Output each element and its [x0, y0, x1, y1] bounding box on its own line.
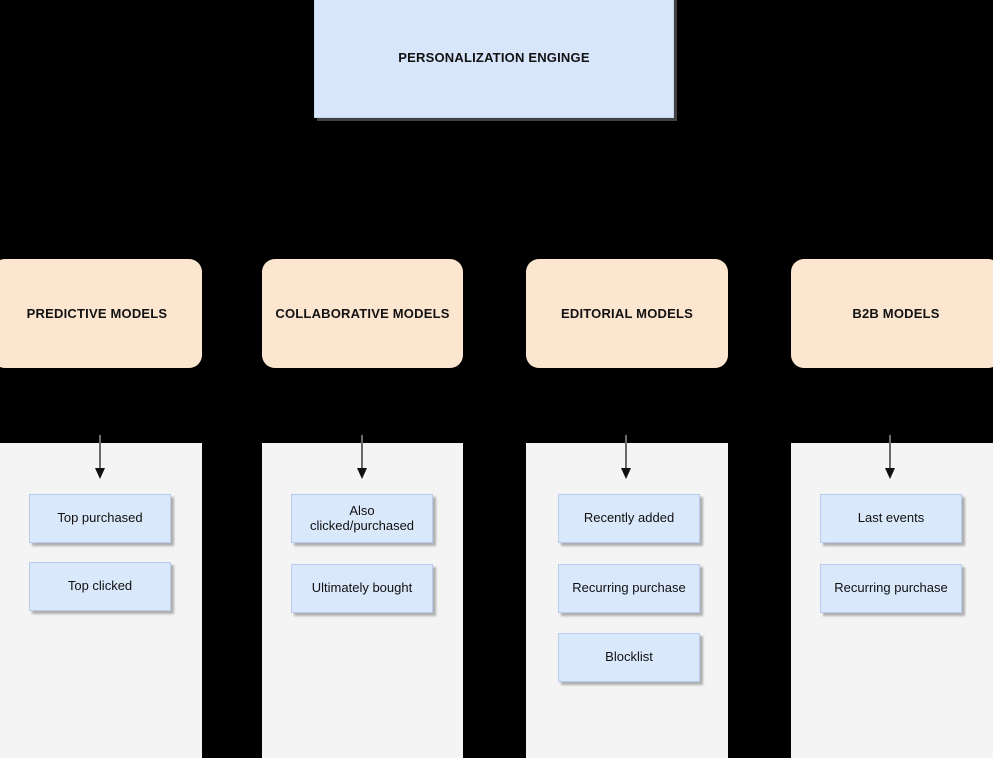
model-box-b2b-label: B2B MODELS — [852, 306, 940, 321]
item-box[interactable]: Top clicked — [29, 562, 171, 611]
item-box[interactable]: Also clicked/purchased — [291, 494, 433, 543]
item-box-label: Recurring purchase — [834, 580, 948, 596]
item-box-label: Top clicked — [67, 578, 133, 594]
item-box-label: Recurring purchase — [572, 580, 686, 596]
item-box[interactable]: Recently added — [558, 494, 700, 543]
item-box-label: Ultimately bought — [311, 580, 413, 596]
item-box[interactable]: Top purchased — [29, 494, 171, 543]
model-box-predictive[interactable]: PREDICTIVE MODELS — [0, 259, 202, 368]
item-box-label: Last events — [857, 510, 925, 526]
model-box-predictive-label: PREDICTIVE MODELS — [26, 306, 168, 321]
item-box-label: Top purchased — [57, 510, 143, 526]
model-box-collaborative[interactable]: COLLABORATIVE MODELS — [262, 259, 463, 368]
model-box-collaborative-label: COLLABORATIVE MODELS — [275, 306, 450, 321]
item-box[interactable]: Recurring purchase — [820, 564, 962, 613]
model-box-editorial[interactable]: EDITORIAL MODELS — [526, 259, 728, 368]
item-box-label: Also clicked/purchased — [309, 502, 415, 533]
item-box[interactable]: Ultimately bought — [291, 564, 433, 613]
item-box[interactable]: Blocklist — [558, 633, 700, 682]
model-box-editorial-label: EDITORIAL MODELS — [560, 306, 693, 321]
model-box-b2b[interactable]: B2B MODELS — [791, 259, 993, 368]
item-box-label: Recently added — [583, 510, 675, 526]
personalization-engine-label: PERSONALIZATION ENGINGE — [398, 49, 590, 65]
item-box-label: Blocklist — [605, 649, 653, 665]
item-box[interactable]: Last events — [820, 494, 962, 543]
personalization-engine-box[interactable]: PERSONALIZATION ENGINGE — [314, 0, 674, 118]
item-box[interactable]: Recurring purchase — [558, 564, 700, 613]
